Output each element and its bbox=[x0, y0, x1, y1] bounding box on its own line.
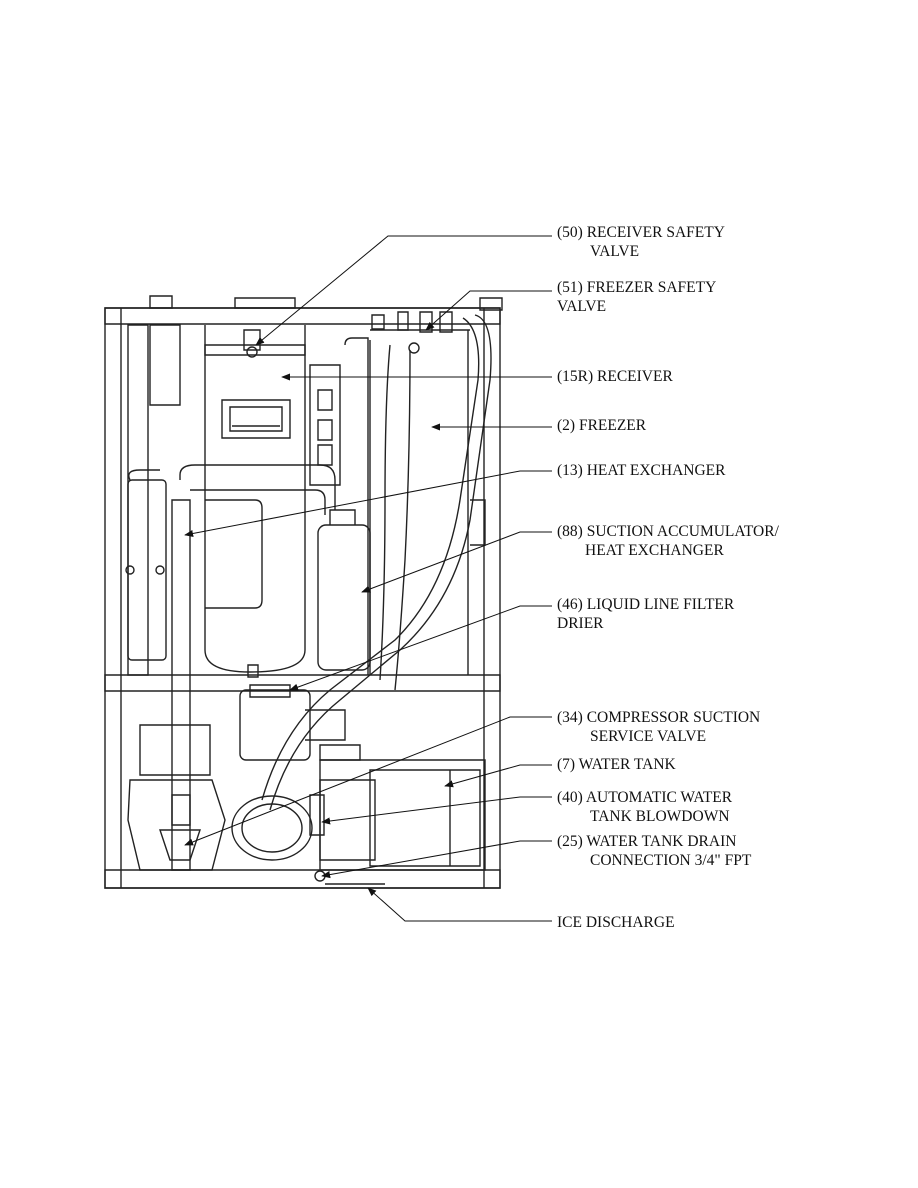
label-receiver-safety-valve: (50) RECEIVER SAFETY VALVE bbox=[557, 224, 725, 260]
label-liquid-line-filter: (46) LIQUID LINE FILTER DRIER bbox=[557, 596, 735, 632]
leader-heat-exchanger bbox=[184, 471, 552, 538]
leader-liquid-line-filter bbox=[289, 606, 552, 691]
leader-water-tank-drain bbox=[321, 841, 552, 879]
leader-lines bbox=[184, 236, 552, 921]
leader-freezer-safety-valve bbox=[425, 291, 552, 331]
label-water-tank: (7) WATER TANK bbox=[557, 756, 676, 773]
label-compressor-suction: (34) COMPRESSOR SUCTION SERVICE VALVE bbox=[557, 709, 761, 745]
label-receiver: (15R) RECEIVER bbox=[557, 368, 673, 385]
label-ice-discharge: ICE DISCHARGE bbox=[557, 914, 675, 931]
leader-compressor-suction bbox=[184, 717, 552, 845]
freezer bbox=[345, 330, 485, 675]
middle-rail bbox=[105, 675, 500, 691]
label-freezer: (2) FREEZER bbox=[557, 417, 647, 434]
leader-automatic-blowdown bbox=[321, 797, 552, 825]
label-freezer-safety-valve: (51) FREEZER SAFETY VALVE bbox=[557, 279, 717, 315]
label-water-tank-drain: (25) WATER TANK DRAIN CONNECTION 3/4" FP… bbox=[557, 833, 752, 869]
compressor bbox=[240, 685, 360, 760]
leader-ice-discharge bbox=[367, 887, 552, 921]
top-rail bbox=[105, 308, 500, 324]
label-suction-accumulator: (88) SUCTION ACCUMULATOR/ HEAT EXCHANGER bbox=[557, 523, 779, 559]
frame bbox=[105, 308, 500, 888]
machine-drawing bbox=[105, 296, 502, 888]
suction-accumulator bbox=[318, 510, 370, 670]
label-automatic-blowdown: (40) AUTOMATIC WATER TANK BLOWDOWN bbox=[557, 789, 733, 825]
leader-suction-accumulator bbox=[361, 532, 552, 593]
leader-water-tank bbox=[444, 765, 552, 788]
leader-receiver-safety-valve bbox=[255, 236, 552, 346]
water-tank bbox=[320, 760, 485, 870]
bottom-rail bbox=[105, 870, 500, 888]
label-heat-exchanger: (13) HEAT EXCHANGER bbox=[557, 462, 726, 479]
receiver-tank bbox=[205, 325, 305, 677]
